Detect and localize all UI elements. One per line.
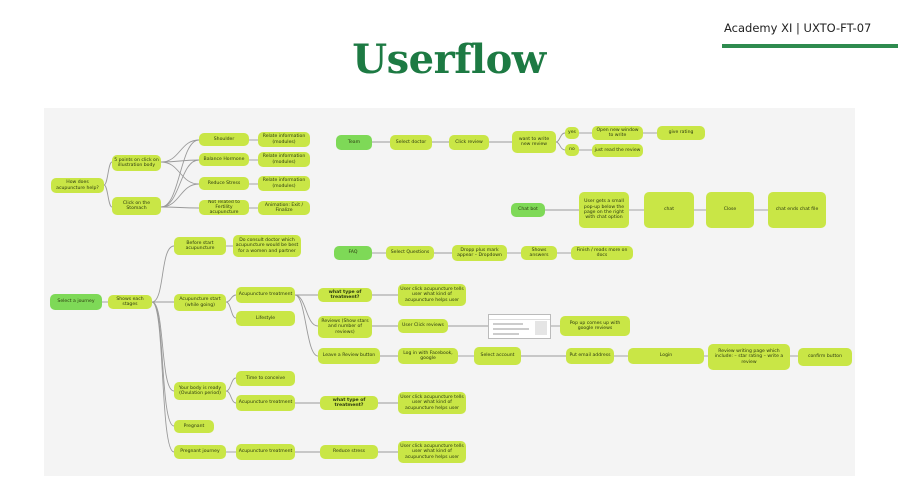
flow-node: Acupuncture treatment: [236, 395, 295, 411]
flow-node: chat: [644, 192, 694, 228]
flow-node: Login: [628, 348, 704, 364]
brand-label: Academy XI | UXTO-FT-07: [724, 21, 872, 35]
flow-node: Select Questions: [386, 246, 434, 260]
flow-node: Pop up comes up with google reviews: [560, 316, 630, 336]
flow-node: Put email address: [566, 348, 614, 364]
flow-node: Select account: [474, 347, 521, 365]
flow-node: Before start acupuncture: [174, 237, 226, 255]
flow-start-node: FAQ: [334, 246, 372, 260]
flow-node: Acupuncture treatment: [236, 287, 295, 303]
flow-node: Shows each stages: [108, 295, 152, 309]
flow-node: Relate information (modules): [258, 132, 310, 147]
flow-node: Click on the Stomach: [112, 197, 161, 215]
review-popup-thumbnail: [488, 314, 551, 339]
flow-node: Lifestyle: [236, 311, 295, 326]
flow-node: Open new window to write: [592, 126, 643, 140]
flow-node: Shows answers: [521, 246, 557, 260]
flow-node: Not related to Fertility acupuncture: [199, 200, 249, 215]
flow-node: Pregnant journey: [174, 445, 226, 459]
flow-node: 5 points on click on illustration body: [112, 155, 161, 171]
flow-node: Close: [706, 192, 754, 228]
flow-start-node: Chat bot: [511, 203, 545, 217]
flow-start-node: Team: [336, 135, 372, 150]
flow-start-node: Select a journey: [50, 294, 102, 310]
flow-node: Do consult doctor which acupuncture woul…: [233, 235, 301, 257]
flow-node: Dropp plus mark appear – Dropdown: [452, 245, 507, 261]
flow-node: yes: [565, 127, 579, 139]
flow-node: Log in with Facebook, google: [398, 348, 458, 364]
flow-node: what type of treatment?: [320, 396, 378, 410]
flow-node: what type of treatment?: [318, 288, 372, 302]
flow-node: give rating: [657, 126, 705, 140]
flow-node: Relate information (modules): [258, 152, 310, 167]
flow-node: Relate information (modules): [258, 176, 310, 191]
flow-node: Select doctor: [390, 135, 432, 150]
flow-node: User gets a small pop-up below the page …: [579, 192, 629, 228]
flow-node: Balance Hormone: [199, 153, 249, 166]
brand-underline: [722, 44, 898, 48]
flow-node: no: [565, 144, 579, 156]
flow-node: Click review: [449, 135, 489, 150]
flow-node: User click acupuncture tells user what k…: [398, 392, 466, 414]
flow-node: just read the review: [592, 144, 643, 157]
flow-node: Time to conceive: [236, 371, 295, 386]
flow-node: want to write new review: [512, 131, 556, 153]
flow-node: Reviews (Show stars and number of review…: [318, 316, 372, 338]
flow-node: Acupuncture treatment: [236, 444, 295, 460]
flow-node: How does acupuncture help?: [51, 178, 104, 193]
flow-node: Acupuncture start (while going): [174, 294, 226, 311]
flow-node: Leave a Review button: [318, 348, 380, 364]
flow-node: User Click reviews: [398, 319, 448, 333]
flow-node: Finish / reads more on docs: [571, 246, 633, 260]
flow-node: Shoulder: [199, 133, 249, 146]
flow-node: Reduce stress: [320, 445, 378, 459]
flow-node: Reduce Stress: [199, 177, 249, 190]
flow-node: Pregnant: [174, 420, 214, 433]
page-title: Userflow: [352, 36, 546, 83]
flow-node: User click acupuncture tells user what k…: [398, 284, 466, 306]
flow-node: Review writing page which include: – sta…: [708, 344, 790, 370]
flow-node: confirm button: [798, 348, 852, 366]
flow-node: User click acupuncture tells user what k…: [398, 441, 466, 463]
flow-node: chat ends chat file: [768, 192, 826, 228]
flow-node: Animation: Exit / Finalize: [258, 201, 310, 215]
flow-node: Your body is ready (Ovulation period): [174, 382, 226, 400]
